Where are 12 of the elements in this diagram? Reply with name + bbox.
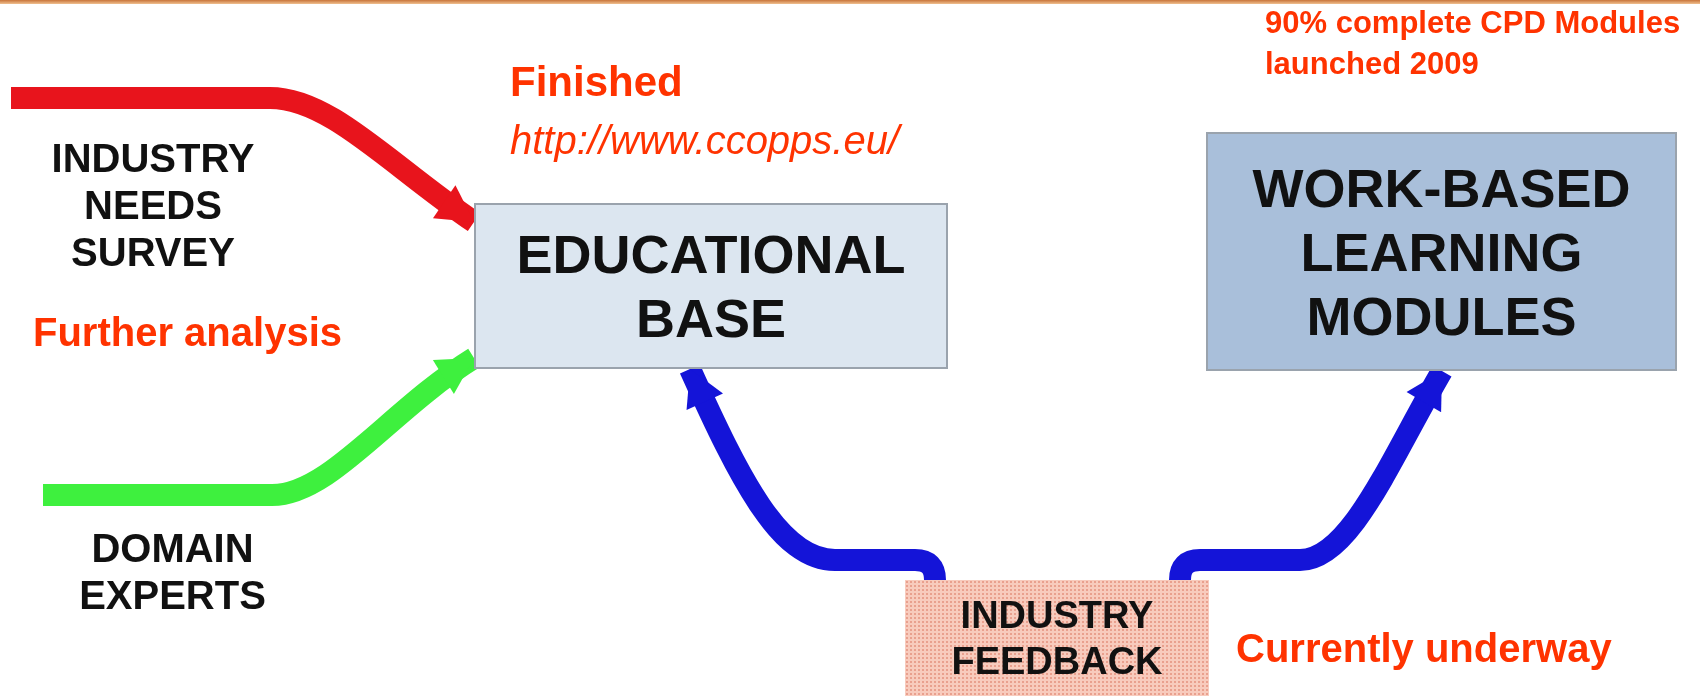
box-label: INDUSTRY FEEDBACK <box>950 593 1164 684</box>
node-label: INDUSTRY NEEDS SURVEY <box>50 135 256 276</box>
feedback-box <box>905 580 1209 696</box>
status-note: Currently underway <box>1236 626 1612 671</box>
annotation-text: Further analysis <box>33 310 342 355</box>
node-label: DOMAIN EXPERTS <box>78 525 267 619</box>
process-box <box>1206 132 1677 371</box>
box-label: EDUCATIONAL BASE <box>515 223 907 350</box>
status-note: 90% complete CPD Modules launched 2009 <box>1265 4 1682 83</box>
box-label: WORK-BASED LEARNING MODULES <box>1251 156 1632 348</box>
status-note: Finished <box>510 58 683 106</box>
process-box <box>474 203 948 369</box>
